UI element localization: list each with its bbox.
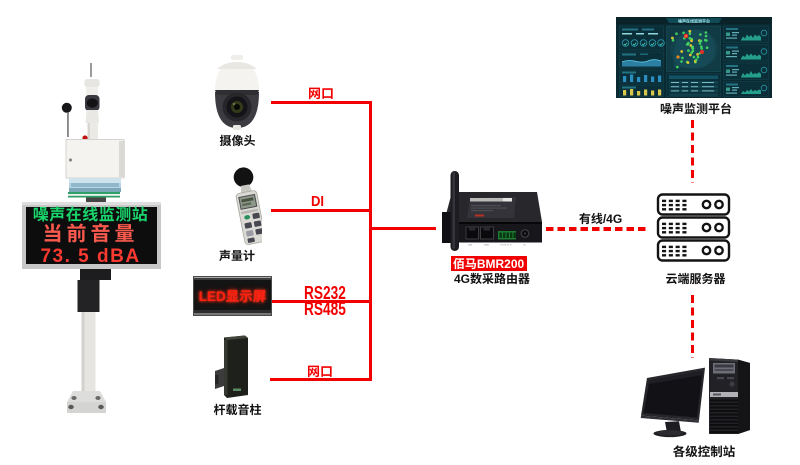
svg-text:73. 5 dBA: 73. 5 dBA — [40, 246, 140, 267]
svg-text:噪声在线监测站: 噪声在线监测站 — [33, 201, 149, 225]
svg-text:LAN: LAN — [468, 244, 473, 247]
svg-text:WAN: WAN — [484, 244, 489, 247]
svg-text:TX RX DI R: TX RX DI R — [500, 245, 512, 247]
svg-text:当前音量: 当前音量 — [43, 218, 139, 247]
svg-text:噪声在线监测平台: 噪声在线监测平台 — [678, 19, 710, 25]
svg-text:DC: DC — [523, 245, 527, 247]
